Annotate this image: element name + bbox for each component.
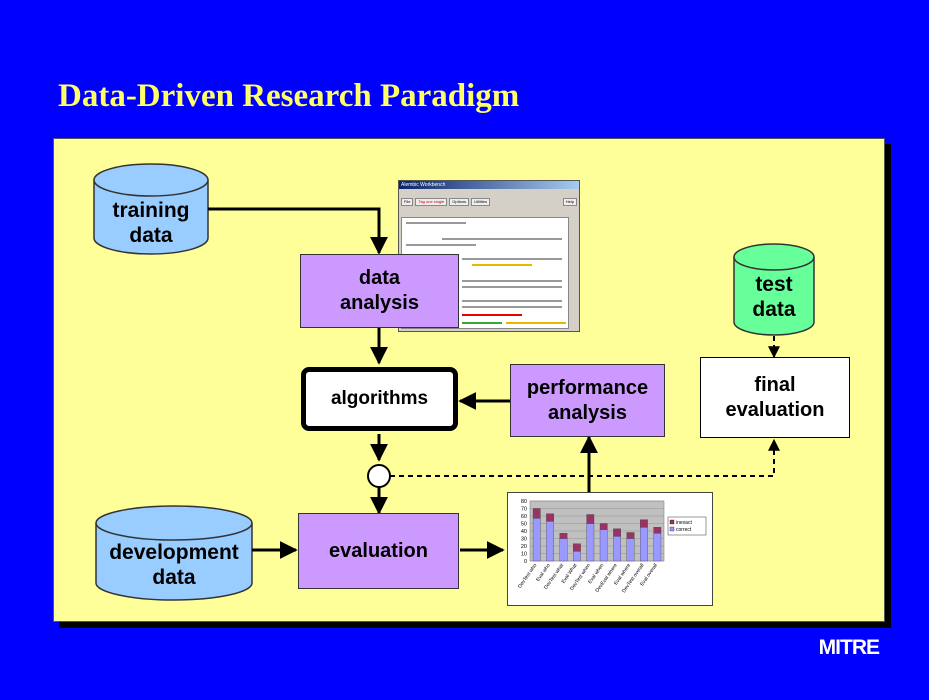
screenshot-menu-utilities: Utilities <box>471 198 490 206</box>
final-evaluation-box: final evaluation <box>700 357 850 438</box>
bar-inexact <box>599 523 608 530</box>
legend-label-inexact: inexact <box>676 520 692 526</box>
test-data-label: test data <box>752 273 796 322</box>
bar-correct <box>559 538 568 562</box>
test-data-cylinder <box>733 243 815 336</box>
bar-inexact <box>653 527 662 534</box>
legend-swatch-inexact <box>669 519 675 525</box>
data-analysis-label: data analysis <box>340 267 419 314</box>
bar-inexact <box>546 513 554 522</box>
arrow-training-to-analysis <box>208 207 388 255</box>
data-analysis-box: data analysis <box>300 254 459 328</box>
y-tick-label: 70 <box>521 507 527 513</box>
y-tick-label: 40 <box>521 529 527 535</box>
screenshot-menu: File Tag one single Options Utilities He… <box>399 197 579 207</box>
screenshot-titlebar: Alembic Workbench <box>399 181 579 189</box>
evaluation-box: evaluation <box>298 513 459 589</box>
bar-inexact <box>586 514 595 524</box>
screenshot-path <box>399 189 579 197</box>
screenshot-menu-file: File <box>401 198 414 206</box>
y-tick-label: 10 <box>521 552 527 558</box>
bar-correct <box>653 533 662 562</box>
evaluation-label: evaluation <box>329 539 428 562</box>
final-evaluation-label: final evaluation <box>725 373 825 421</box>
training-data-label: training data <box>112 199 190 248</box>
bar-inexact <box>640 519 648 528</box>
bar-inexact <box>532 508 541 519</box>
bar-inexact <box>626 532 635 539</box>
algorithms-box: algorithms <box>301 367 458 431</box>
mitre-logo: MITRE <box>818 636 880 659</box>
bar-correct <box>599 529 608 562</box>
bar-correct <box>640 527 648 562</box>
screenshot-menu-help: Help <box>562 198 577 206</box>
slide-title: Data-Driven Research Paradigm <box>58 78 520 114</box>
bar-correct <box>532 518 541 562</box>
annotation-tool-screenshot: Alembic Workbench File Tag one single Op… <box>398 180 580 332</box>
x-tick-label: DevTest who <box>517 563 538 590</box>
bar-inexact <box>573 543 581 552</box>
y-tick-label: 50 <box>521 522 527 528</box>
development-data-cylinder <box>95 505 253 601</box>
y-tick-label: 80 <box>521 499 527 505</box>
y-tick-label: 30 <box>521 537 527 543</box>
performance-analysis-label: performance analysis <box>526 376 649 424</box>
y-tick-label: 60 <box>521 514 527 520</box>
training-data-cylinder <box>93 163 209 255</box>
development-data-label: development data <box>109 541 239 590</box>
bar-correct <box>546 521 554 562</box>
bar-correct <box>613 536 621 562</box>
performance-analysis-box: performance analysis <box>510 364 665 437</box>
legend-label-correct: correct <box>676 527 692 533</box>
legend-swatch-correct <box>669 526 675 532</box>
bar-correct <box>586 523 595 562</box>
bar-inexact <box>559 533 568 539</box>
junction-circle <box>367 464 391 488</box>
algorithms-label: algorithms <box>330 388 429 410</box>
y-tick-label: 0 <box>524 559 527 565</box>
bar-inexact <box>613 528 621 537</box>
screenshot-menu-options: Options <box>449 198 470 206</box>
screenshot-menu-tag: Tag one single <box>415 198 448 206</box>
bar-correct <box>626 538 635 562</box>
bar-correct <box>573 551 581 562</box>
y-tick-label: 20 <box>521 544 527 550</box>
legend-box <box>667 516 707 536</box>
dashed-junction-to-final <box>390 438 780 477</box>
